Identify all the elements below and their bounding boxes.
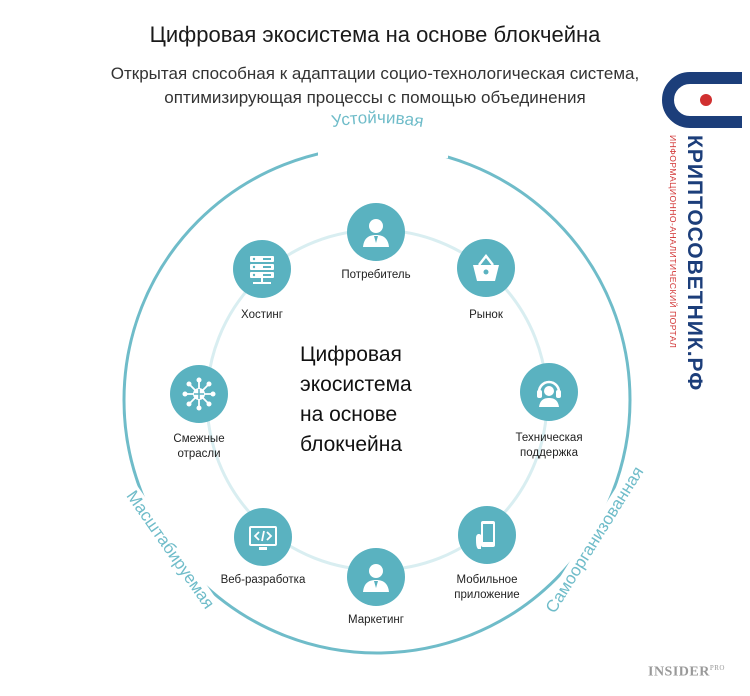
basket-icon <box>457 239 515 297</box>
node-label-related: Смежные отрасли <box>173 433 225 460</box>
insider-watermark: INSIDERPRO <box>648 664 725 681</box>
insider-name: INSIDER <box>648 664 710 680</box>
node-support <box>520 363 578 421</box>
node-market <box>457 239 515 297</box>
node-label-consumer: Потребитель <box>341 269 411 281</box>
node-label-hosting: Хостинг <box>241 309 283 321</box>
headset-icon <box>520 363 578 421</box>
node-consumer <box>347 203 405 261</box>
node-webdev <box>234 508 292 566</box>
arc-label-top-text: Устойчивая <box>330 108 425 131</box>
server-icon <box>233 240 291 298</box>
person-icon <box>347 203 405 261</box>
logo-name: КРИПТОСОВЕТНИК.РФ <box>683 135 706 392</box>
node-label-marketing: Маркетинг <box>348 614 404 626</box>
center-label: Цифровая экосистема на основе блокчейна <box>300 343 412 456</box>
node-label-mobile: Мобильное приложение <box>454 574 520 601</box>
node-label-support: Техническая поддержка <box>515 432 583 459</box>
arc-label-top: Устойчивая <box>330 108 425 131</box>
node-marketing <box>347 548 405 606</box>
person-icon <box>347 548 405 606</box>
logo-tagline: ИНФОРМАЦИОННО-АНАЛИТИЧЕСКИЙ ПОРТАЛ <box>668 135 678 349</box>
node-hosting <box>233 240 291 298</box>
network-icon <box>170 365 228 423</box>
node-label-webdev: Веб-разработка <box>220 574 306 586</box>
phone-icon <box>458 506 516 564</box>
insider-suffix: PRO <box>709 664 725 672</box>
kriptosovetnik-logo <box>662 72 742 128</box>
node-mobile <box>458 506 516 564</box>
node-label-market: Рынок <box>469 309 503 321</box>
node-related <box>170 365 228 423</box>
page-title: Цифровая экосистема на основе блокчейна <box>149 22 601 47</box>
code-icon <box>234 508 292 566</box>
page-subtitle: Открытая способная к адаптации социо-тех… <box>110 64 640 107</box>
